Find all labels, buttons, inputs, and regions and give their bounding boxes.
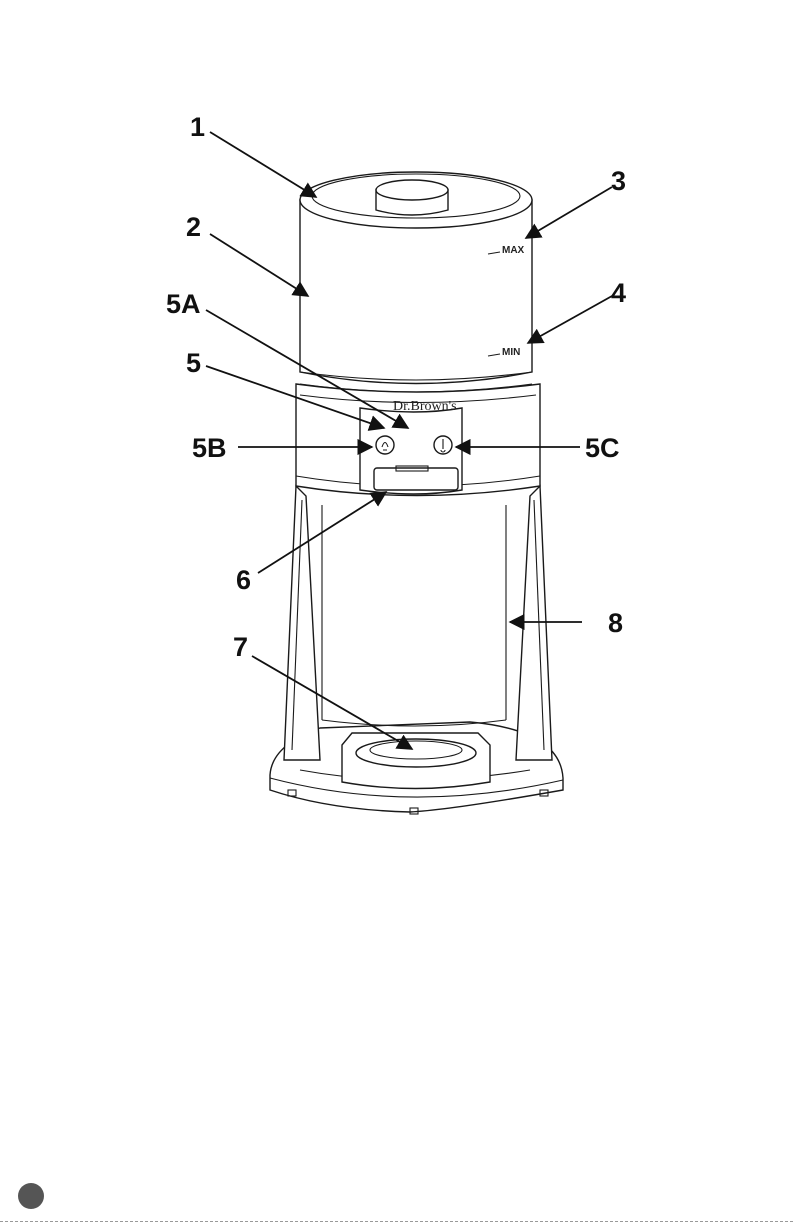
callout-7: 7	[233, 632, 248, 662]
callout-5B: 5B	[192, 433, 227, 463]
callout-1: 1	[190, 112, 205, 142]
water-reservoir: MAX MIN	[300, 200, 532, 392]
light-button	[376, 436, 394, 454]
page-marker-dot	[18, 1183, 44, 1209]
callout-6: 6	[236, 565, 251, 595]
min-marking: MIN	[502, 347, 520, 358]
lid	[300, 172, 532, 228]
callout-5: 5	[186, 348, 201, 378]
callout-2: 2	[186, 212, 201, 242]
max-marking: MAX	[502, 245, 525, 256]
device-illustration: Dr.Brown's MAX MIN	[270, 172, 563, 814]
control-housing: Dr.Brown's	[296, 384, 540, 496]
leader-2	[210, 234, 308, 296]
leader-1	[210, 132, 316, 197]
brand-logo: Dr.Brown's	[393, 399, 457, 414]
leader-4	[528, 296, 612, 343]
page-edge	[0, 1221, 793, 1222]
callout-5C: 5C	[585, 433, 620, 463]
leader-3	[526, 187, 612, 238]
callout-4: 4	[611, 278, 626, 308]
frame-legs	[284, 486, 552, 760]
warming-platform	[342, 733, 490, 789]
callout-5A: 5A	[166, 289, 201, 319]
callout-3: 3	[611, 166, 626, 196]
callout-8: 8	[608, 608, 623, 638]
